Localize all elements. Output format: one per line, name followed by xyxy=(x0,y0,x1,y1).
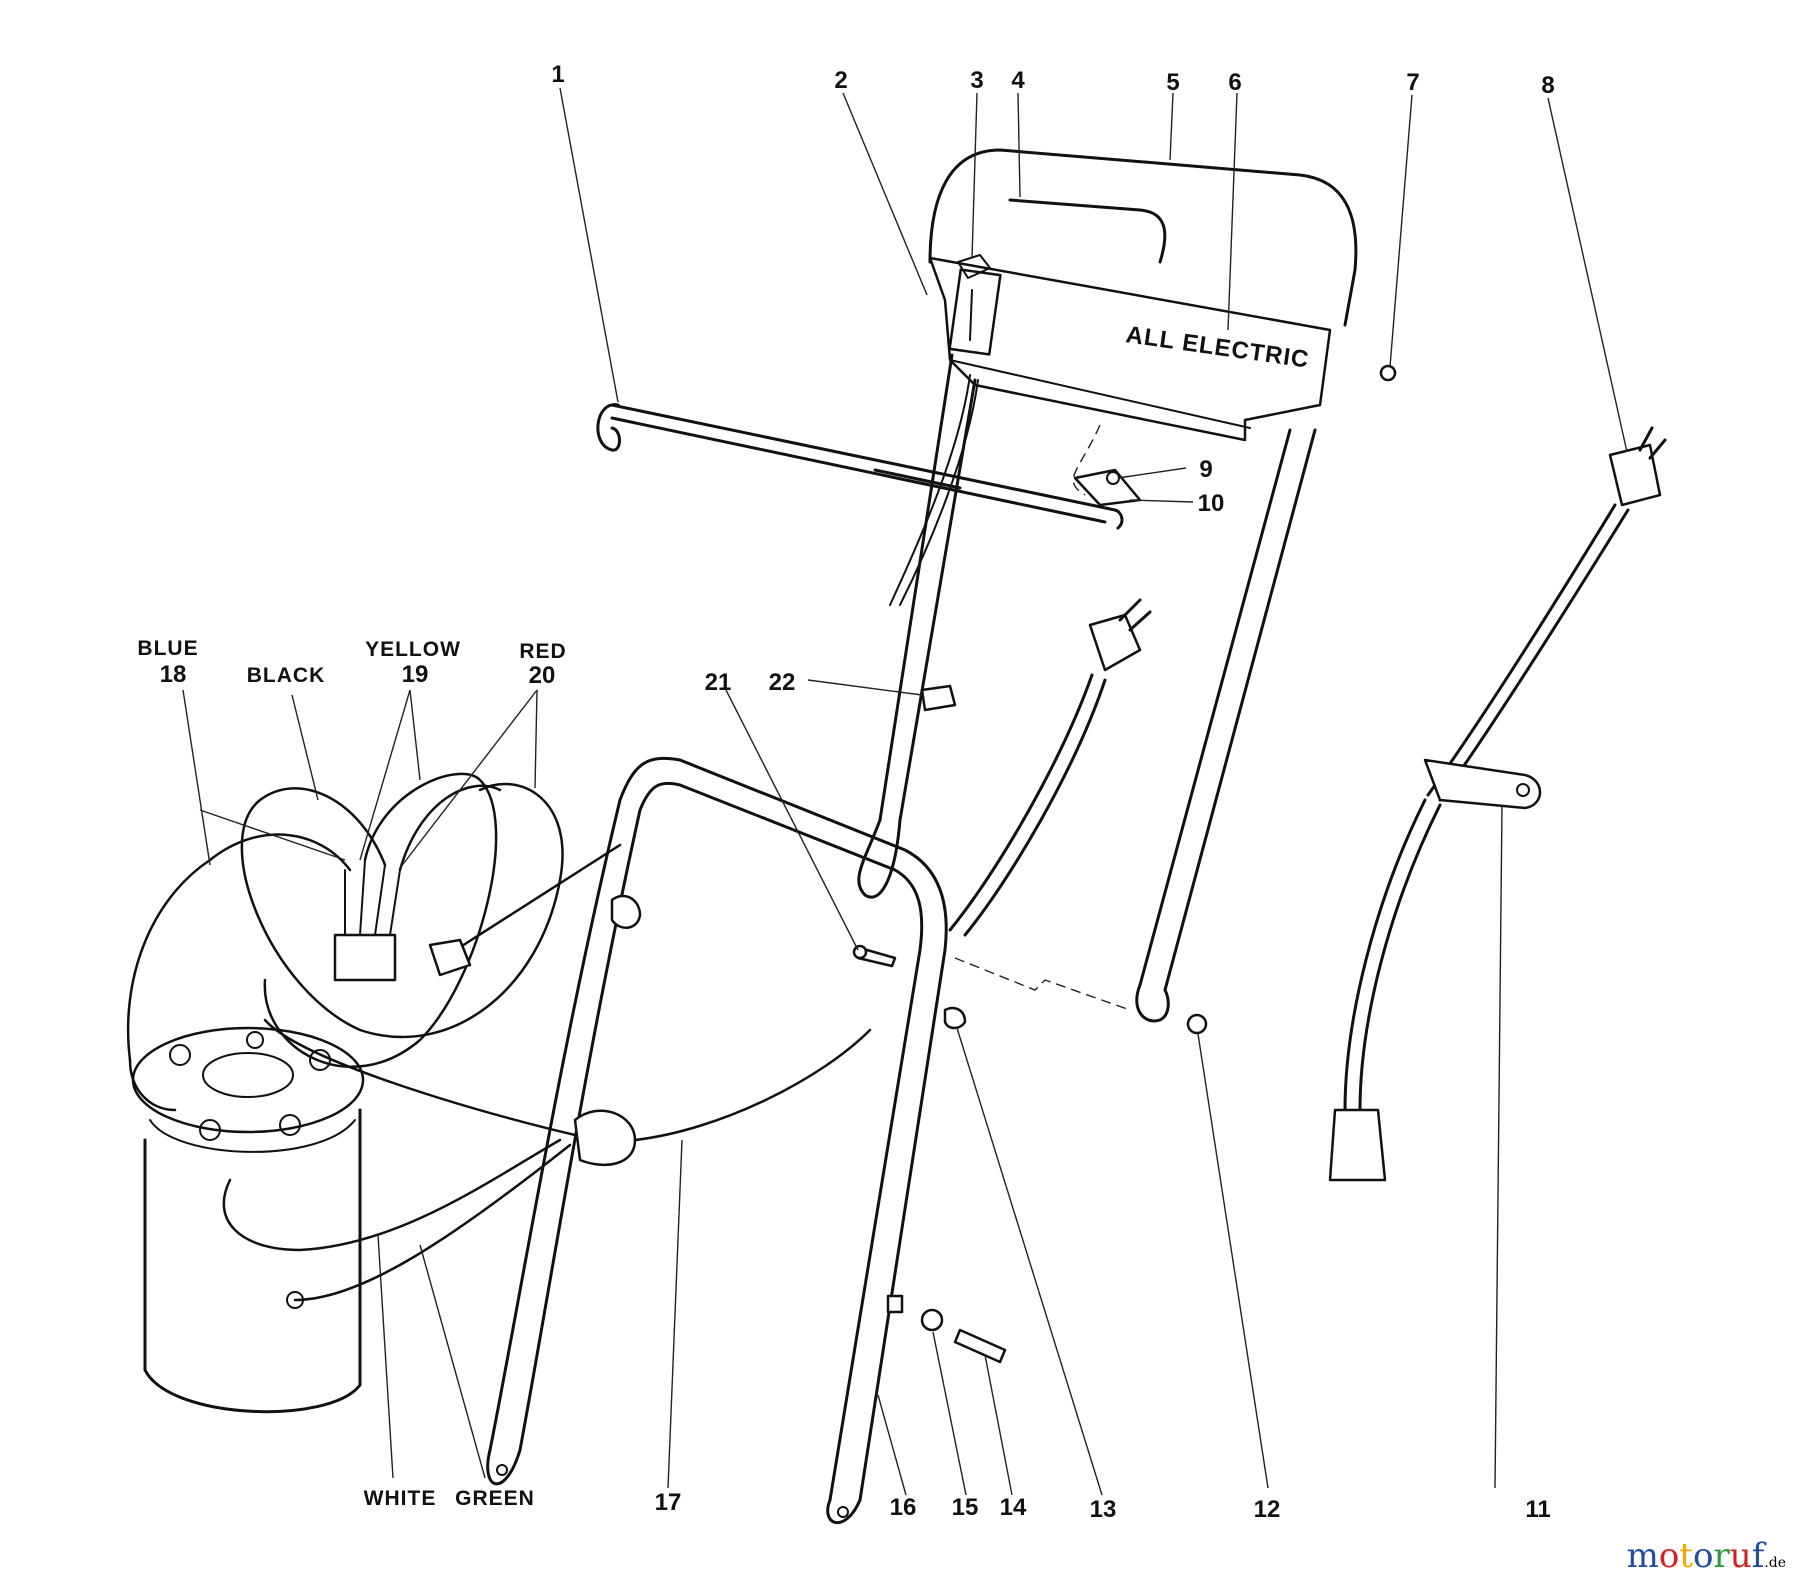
motor xyxy=(131,1026,365,1414)
callout-11: 11 xyxy=(1525,1496,1550,1523)
leader-lines xyxy=(182,87,1628,1496)
callout-2: 2 xyxy=(834,67,847,94)
wiring-harness xyxy=(126,684,1208,1364)
callout-7: 7 xyxy=(1406,69,1419,96)
callout-9: 9 xyxy=(1199,456,1212,483)
wire-label-yellow: YELLOW xyxy=(365,638,461,661)
callout-6: 6 xyxy=(1228,69,1241,96)
callout-21: 21 xyxy=(705,669,732,696)
callout-17: 17 xyxy=(655,1489,682,1516)
upper-handle-tubes xyxy=(857,353,1317,1023)
callout-13: 13 xyxy=(1090,1496,1117,1523)
wire-label-black: BLACK xyxy=(247,664,326,687)
motoruf-watermark: motoruf.de xyxy=(1627,1536,1786,1576)
callout-5: 5 xyxy=(1166,69,1179,96)
callout-8: 8 xyxy=(1541,72,1554,99)
callout-15: 15 xyxy=(952,1494,979,1521)
callout-4: 4 xyxy=(1011,67,1025,94)
watermark-letter: o xyxy=(1658,1536,1680,1576)
callout-20: 20 xyxy=(529,662,556,689)
callout-12: 12 xyxy=(1254,1496,1281,1523)
callout-18: 18 xyxy=(160,661,187,688)
watermark-suffix: .de xyxy=(1764,1555,1786,1571)
watermark-letters: motoruf xyxy=(1627,1536,1765,1576)
watermark-letter: r xyxy=(1713,1536,1730,1576)
callout-14: 14 xyxy=(1000,1494,1027,1521)
wire-label-white: WHITE xyxy=(364,1487,437,1510)
wire-label-green: GREEN xyxy=(455,1487,535,1510)
watermark-letter: o xyxy=(1693,1536,1714,1576)
wire-label-red: RED xyxy=(519,640,566,663)
extension-cord xyxy=(948,426,1667,1182)
wire-label-blue: BLUE xyxy=(137,637,198,660)
lower-handle xyxy=(486,756,948,1524)
watermark-letter: t xyxy=(1679,1536,1694,1576)
handle-panel xyxy=(928,254,1332,442)
callout-22: 22 xyxy=(769,669,796,696)
callout-1: 1 xyxy=(551,61,564,88)
callout-19: 19 xyxy=(402,661,429,688)
callout-10: 10 xyxy=(1198,490,1225,517)
control-bail-rod xyxy=(596,403,1124,530)
watermark-letter: f xyxy=(1751,1536,1765,1576)
callouts: 1 2 3 4 5 6 7 8 9 10 11 12 13 14 15 16 1… xyxy=(160,61,1555,1523)
handle-bar-grip xyxy=(928,148,1358,327)
callout-16: 16 xyxy=(890,1494,917,1521)
watermark-letter: u xyxy=(1729,1536,1752,1576)
callout-3: 3 xyxy=(970,67,983,94)
watermark-letter: m xyxy=(1626,1536,1659,1576)
wire-color-labels: BLUE BLACK YELLOW RED WHITE GREEN xyxy=(137,637,566,1510)
